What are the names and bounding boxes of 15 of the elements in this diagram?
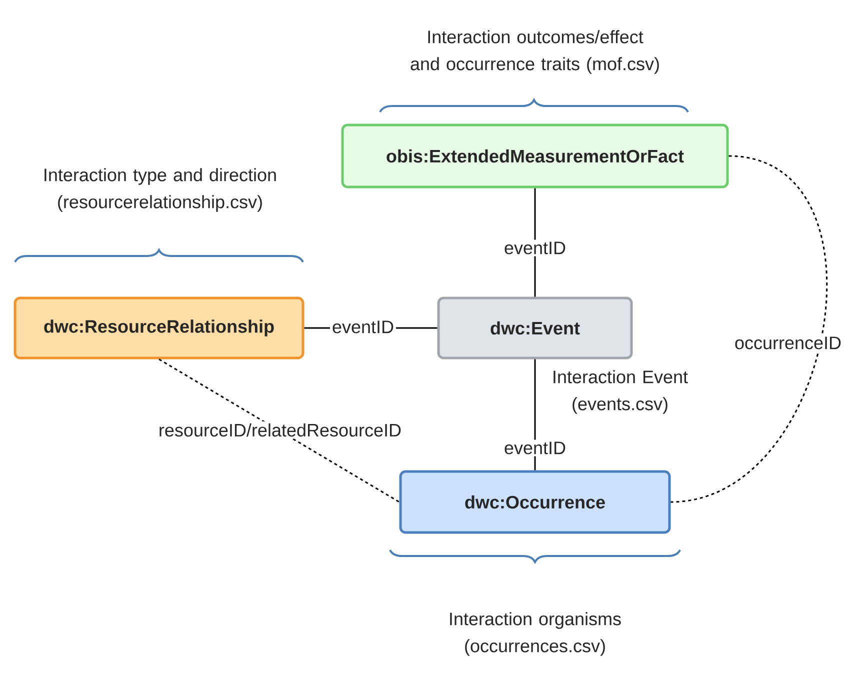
entity-box: dwc:ResourceRelationship — [14, 296, 304, 360]
entity-box: obis:ExtendedMeasurementOrFact — [341, 124, 729, 188]
edge-label: eventID — [330, 318, 396, 336]
annotation-text: Interaction organisms (occurrences.csv) — [450, 612, 621, 656]
annotation-text: Interaction type and direction (resourcerelationship.csv) — [44, 168, 276, 212]
annotation-text: Interaction outcomes/effect and occurrence traits (mof.csv) — [410, 30, 659, 74]
edge-label: occurrenceID — [732, 334, 844, 352]
entity-box: dwc:Occurrence — [399, 470, 671, 534]
annotation-text: Interaction Event (events.csv) — [554, 370, 688, 414]
connector — [158, 358, 400, 503]
edge-label: eventID — [502, 440, 568, 456]
entity-box: dwc:Event — [437, 296, 633, 360]
edge-label: eventID — [502, 240, 568, 256]
edge-label: resourceID/relatedResourceID — [156, 421, 404, 439]
connector — [670, 155, 828, 503]
